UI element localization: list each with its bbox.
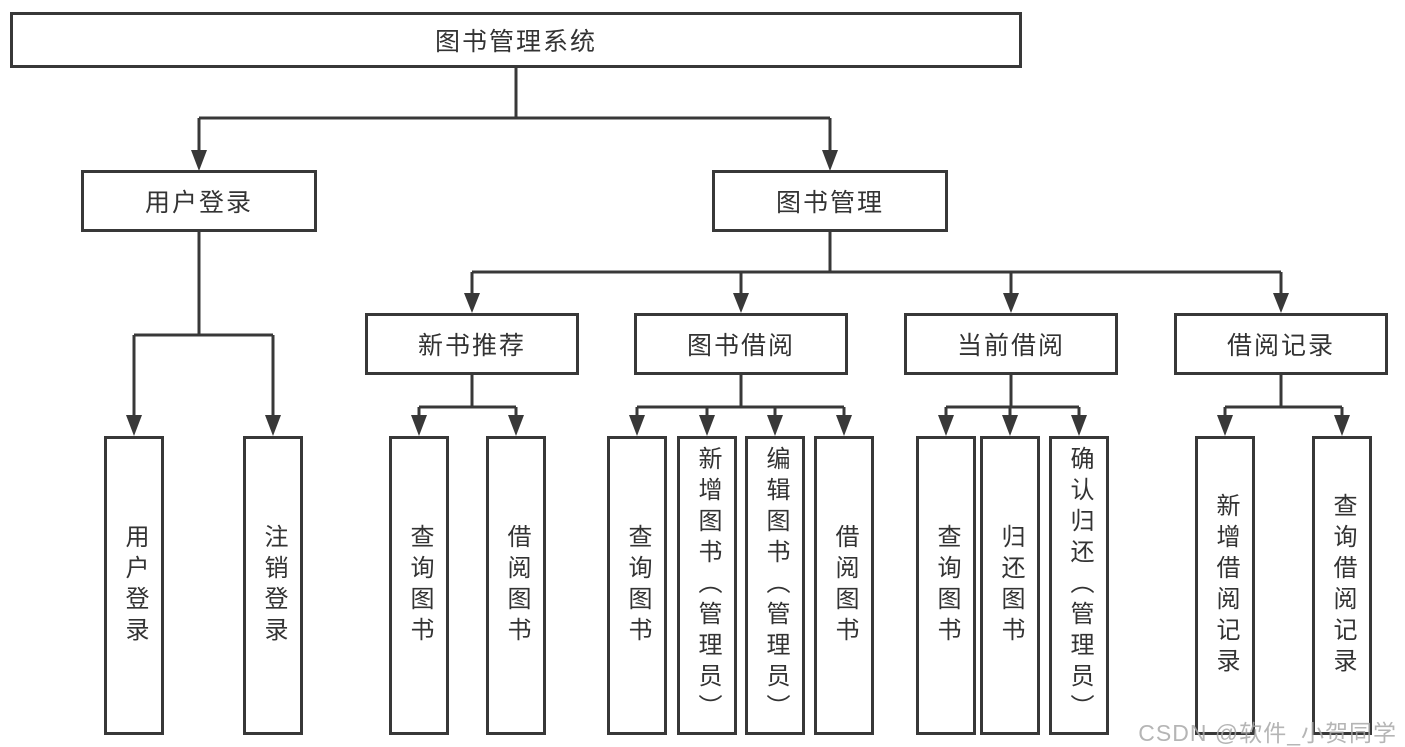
leaf-query-books-2: 查询图书 [607, 436, 667, 735]
node-book-borrow-label: 图书借阅 [686, 332, 795, 360]
leaf-query-borrow-record-label: 查询借阅记录 [1329, 492, 1356, 679]
node-current-borrow: 当前借阅 [904, 313, 1118, 375]
node-book-borrow: 图书借阅 [634, 313, 848, 375]
leaf-confirm-return-admin-label: 确认归还（管理员） [1066, 446, 1093, 725]
leaf-borrow-books-2-label: 借阅图书 [831, 523, 858, 648]
csdn-watermark: CSDN @软件_小贺同学 [1138, 720, 1397, 746]
leaf-add-books-admin: 新增图书（管理员） [677, 436, 737, 735]
node-new-book-recommend: 新书推荐 [365, 313, 579, 375]
leaf-query-books-1: 查询图书 [389, 436, 449, 735]
leaf-borrow-books-1-label: 借阅图书 [503, 523, 530, 648]
node-current-borrow-label: 当前借阅 [956, 332, 1065, 360]
node-root-label: 图书管理系统 [434, 28, 597, 56]
leaf-add-borrow-record: 新增借阅记录 [1195, 436, 1255, 735]
node-user-login-label: 用户登录 [144, 189, 253, 217]
leaf-confirm-return-admin: 确认归还（管理员） [1049, 436, 1109, 735]
leaf-return-books-label: 归还图书 [997, 523, 1024, 648]
leaf-add-borrow-record-label: 新增借阅记录 [1212, 492, 1239, 679]
node-new-book-recommend-label: 新书推荐 [417, 332, 526, 360]
leaf-query-books-1-label: 查询图书 [406, 523, 433, 648]
leaf-query-books-3: 查询图书 [916, 436, 976, 735]
leaf-add-books-admin-label: 新增图书（管理员） [694, 446, 721, 725]
node-book-management-label: 图书管理 [775, 189, 884, 217]
leaf-user-login-label: 用户登录 [121, 523, 148, 648]
node-book-management: 图书管理 [712, 170, 948, 232]
leaf-borrow-books-1: 借阅图书 [486, 436, 546, 735]
leaf-borrow-books-2: 借阅图书 [814, 436, 874, 735]
leaf-logout-label: 注销登录 [260, 523, 287, 648]
leaf-query-borrow-record: 查询借阅记录 [1312, 436, 1372, 735]
leaf-edit-books-admin-label: 编辑图书（管理员） [762, 446, 789, 725]
leaf-query-books-3-label: 查询图书 [933, 523, 960, 648]
node-borrow-records-label: 借阅记录 [1226, 332, 1335, 360]
leaf-edit-books-admin: 编辑图书（管理员） [745, 436, 805, 735]
leaf-logout: 注销登录 [243, 436, 303, 735]
leaf-query-books-2-label: 查询图书 [624, 523, 651, 648]
arrowhead-icons [126, 150, 1350, 436]
node-user-login: 用户登录 [81, 170, 317, 232]
leaf-user-login: 用户登录 [104, 436, 164, 735]
node-root: 图书管理系统 [10, 12, 1022, 68]
node-borrow-records: 借阅记录 [1174, 313, 1388, 375]
leaf-return-books: 归还图书 [980, 436, 1040, 735]
